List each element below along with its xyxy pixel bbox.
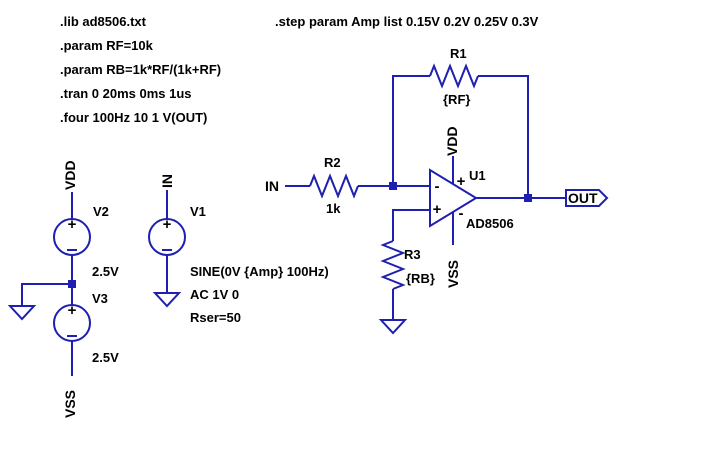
resistor-r1[interactable] — [429, 63, 479, 89]
voltage-source-v3[interactable]: + — [53, 302, 91, 342]
directive-four[interactable]: .four 100Hz 10 1 V(OUT) — [60, 110, 207, 125]
resistor-r2[interactable] — [309, 173, 359, 199]
v2-value[interactable]: 2.5V — [92, 264, 119, 279]
r2-value[interactable]: 1k — [326, 201, 341, 216]
r2-name[interactable]: R2 — [324, 155, 341, 170]
r1-value[interactable]: {RF} — [443, 92, 470, 107]
v3-plus-sign: + — [68, 302, 77, 319]
in-net-label-v1[interactable]: IN — [159, 174, 175, 188]
in-net-label-r2[interactable]: IN — [265, 178, 279, 194]
directive-param-rb[interactable]: .param RB=1k*RF/(1k+RF) — [60, 62, 221, 77]
v3-value[interactable]: 2.5V — [92, 350, 119, 365]
svg-text:VSS: VSS — [62, 390, 78, 418]
opamp-vplus-pin-label: + — [457, 173, 466, 190]
out-port[interactable]: OUT — [565, 189, 609, 207]
junction-dot-output — [524, 194, 532, 202]
vss-net-label-u1[interactable]: VSS — [445, 260, 461, 288]
out-port-label: OUT — [568, 190, 598, 206]
directive-lib[interactable]: .lib ad8506.txt — [60, 14, 147, 29]
voltage-source-v2[interactable]: + — [53, 216, 91, 256]
svg-text:VDD: VDD — [62, 160, 78, 190]
ground-symbol-1[interactable] — [7, 305, 37, 321]
v1-name[interactable]: V1 — [190, 204, 206, 219]
v1-line1[interactable]: SINE(0V {Amp} 100Hz) — [190, 264, 329, 279]
junction-dot-v2-v3 — [68, 280, 76, 288]
svg-text:VDD: VDD — [444, 126, 460, 156]
wire-feedback-left — [392, 75, 430, 186]
wire-v2-ground — [21, 283, 72, 306]
directive-step[interactable]: .step param Amp list 0.15V 0.2V 0.25V 0.… — [275, 14, 539, 29]
opamp-plus-pin-label: + — [433, 201, 442, 218]
r3-value[interactable]: {RB} — [406, 271, 435, 286]
vdd-net-label-v2[interactable]: VDD — [62, 160, 78, 190]
u1-model[interactable]: AD8506 — [466, 216, 514, 231]
resistor-r3[interactable] — [380, 240, 406, 290]
voltage-source-v1[interactable]: + — [148, 216, 186, 256]
v3-name[interactable]: V3 — [92, 291, 108, 306]
svg-text:IN: IN — [159, 174, 175, 188]
ground-symbol-2[interactable] — [152, 292, 182, 308]
ground-symbol-3[interactable] — [378, 319, 408, 335]
r3-name[interactable]: R3 — [404, 247, 421, 262]
directive-param-rf[interactable]: .param RF=10k — [60, 38, 154, 53]
vss-net-label-v3[interactable]: VSS — [62, 390, 78, 418]
wire-opamp-plus-r3 — [392, 209, 430, 241]
v1-line3[interactable]: Rser=50 — [190, 310, 241, 325]
opamp-minus-pin-label: - — [435, 178, 440, 195]
r1-name[interactable]: R1 — [450, 46, 467, 61]
v1-line2[interactable]: AC 1V 0 — [190, 287, 239, 302]
v2-plus-sign: + — [68, 216, 77, 233]
svg-text:VSS: VSS — [445, 260, 461, 288]
v1-plus-sign: + — [163, 216, 172, 233]
opamp-vminus-pin-label: - — [459, 205, 464, 222]
wire-feedback-right — [478, 75, 529, 197]
u1-name[interactable]: U1 — [469, 168, 486, 183]
directive-tran[interactable]: .tran 0 20ms 0ms 1us — [60, 86, 192, 101]
vdd-net-label-u1[interactable]: VDD — [444, 126, 460, 156]
v2-name[interactable]: V2 — [93, 204, 109, 219]
